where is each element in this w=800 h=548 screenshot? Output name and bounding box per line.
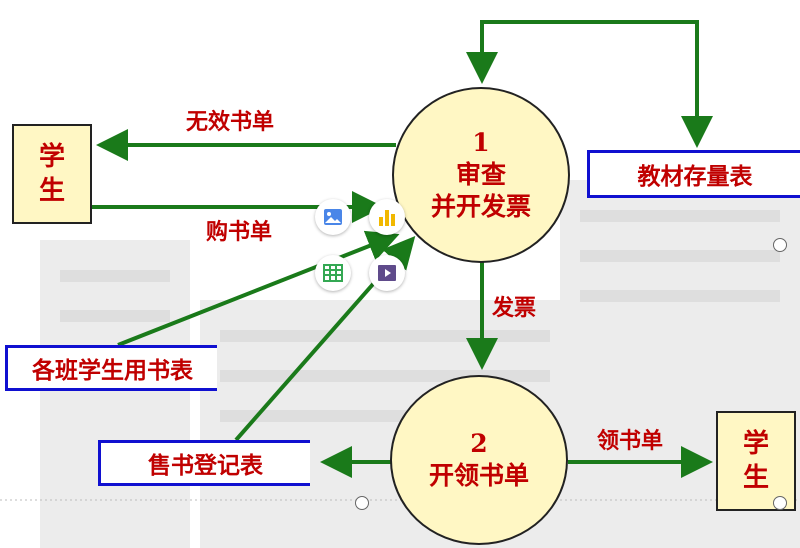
store-label: 售书登记表	[148, 452, 263, 479]
store-class-books[interactable]: 各班学生用书表	[5, 345, 217, 391]
image-icon	[324, 209, 342, 225]
selection-handle[interactable]	[355, 496, 369, 510]
process-number: 1	[472, 128, 490, 157]
entity-student-right[interactable]: 学 生	[716, 411, 796, 511]
chart-icon	[379, 210, 395, 226]
flow-label-pickup-slip: 领书单	[597, 428, 664, 454]
insert-chart-button[interactable]	[369, 199, 405, 235]
entity-label: 学 生	[38, 142, 65, 206]
process-review-invoice[interactable]: 1 审查 并开发票	[392, 87, 570, 263]
insert-video-button[interactable]	[369, 255, 405, 291]
store-inventory[interactable]: 教材存量表	[587, 150, 800, 198]
flow-label-invoice: 发票	[492, 295, 537, 321]
process-issue-slip[interactable]: 2 开领书单	[390, 375, 568, 545]
store-label: 教材存量表	[637, 163, 753, 190]
flow-class-books	[117, 230, 400, 347]
store-sales-log[interactable]: 售书登记表	[98, 440, 310, 486]
selection-handle[interactable]	[773, 496, 787, 510]
video-icon	[378, 265, 396, 281]
store-label: 各班学生用书表	[32, 357, 193, 384]
process-line: 并开发票	[430, 192, 531, 221]
process-line: 审查	[455, 160, 506, 189]
selection-handle[interactable]	[773, 238, 787, 252]
entity-label: 学 生	[742, 429, 769, 493]
process-line: 开领书单	[428, 461, 529, 490]
flow-label-invalid-order: 无效书单	[186, 109, 275, 135]
insert-image-button[interactable]	[315, 199, 351, 235]
table-icon	[323, 264, 343, 282]
process-number: 2	[470, 429, 488, 458]
flow-label-purchase-order: 购书单	[206, 219, 273, 245]
insert-table-button[interactable]	[315, 255, 351, 291]
entity-student-left[interactable]: 学 生	[12, 124, 92, 224]
